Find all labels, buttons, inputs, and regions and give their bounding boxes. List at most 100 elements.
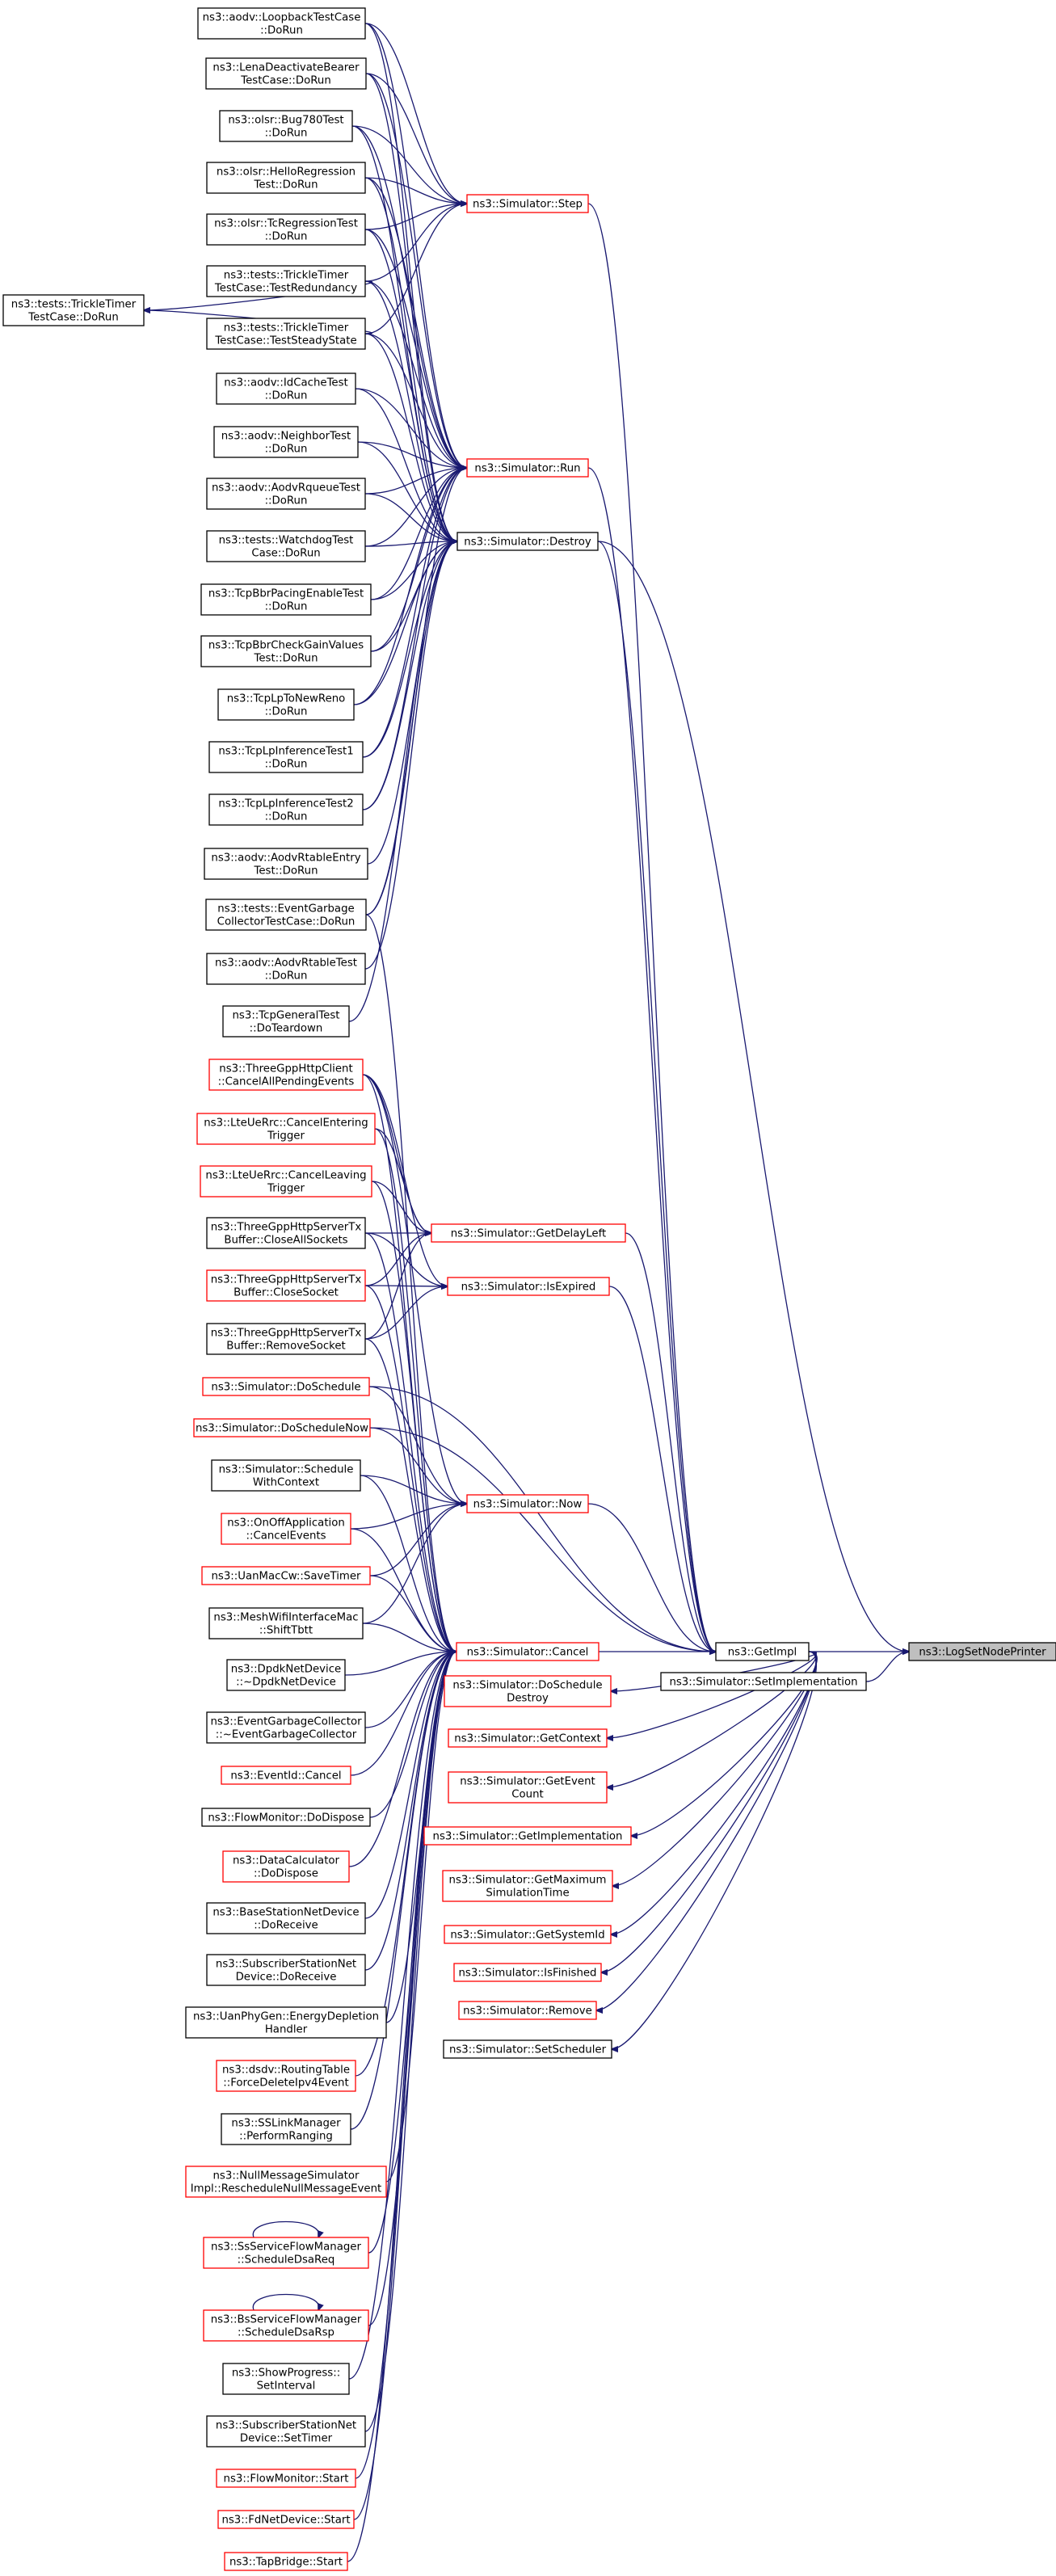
node-rqueue[interactable]: ns3::aodv::AodvRqueueTest::DoRun [206,478,366,510]
node-uanmaccw[interactable]: ns3::UanMacCw::SaveTimer [201,1566,371,1585]
node-removesocket[interactable]: ns3::ThreeGppHttpServerTxBuffer::RemoveS… [206,1323,366,1355]
node-box-flowmonstart[interactable] [216,2469,356,2488]
node-box-cancel[interactable] [456,1642,600,1661]
node-box-redundancy[interactable] [206,265,366,297]
node-box-ssreceive[interactable] [206,1954,366,1986]
node-box-removesocket[interactable] [206,1323,366,1355]
node-box-lpinf1[interactable] [208,741,364,773]
node-box-teardown[interactable] [222,1005,350,1038]
node-box-getimplementation[interactable] [423,1826,632,1846]
node-box-bug780[interactable] [219,110,353,142]
node-box-schedwithctx[interactable] [211,1459,361,1492]
node-closesocket[interactable]: ns3::ThreeGppHttpServerTxBuffer::CloseSo… [206,1269,366,1302]
node-setscheduler[interactable]: ns3::Simulator::SetScheduler [443,2039,612,2059]
node-box-rtableentry[interactable] [204,848,368,880]
node-setimpl[interactable]: ns3::Simulator::SetImplementation [660,1672,867,1691]
node-box-remove[interactable] [458,2001,597,2020]
node-sssettimer[interactable]: ns3::SubscriberStationNetDevice::SetTime… [206,2415,366,2448]
node-remove[interactable]: ns3::Simulator::Remove [458,2001,597,2020]
node-box-cancelleaving[interactable] [200,1165,372,1198]
node-pacing[interactable]: ns3::TcpBbrPacingEnableTest::DoRun [200,583,372,616]
node-doschedule[interactable]: ns3::Simulator::DoSchedule [202,1377,370,1396]
node-box-rqueue[interactable] [206,478,366,510]
node-garbage[interactable]: ns3::tests::EventGarbageCollectorTestCas… [205,899,367,931]
node-root[interactable]: ns3::LogSetNodePrinter [908,1642,1056,1661]
node-nullmsg[interactable]: ns3::NullMessageSimulatorImpl::Reschedul… [185,2166,387,2198]
node-bsreceive[interactable]: ns3::BaseStationNetDevice::DoReceive [206,1902,366,1934]
node-box-lena[interactable] [205,57,367,90]
node-box-nullmsg[interactable] [185,2166,387,2198]
node-box-evgc[interactable] [206,1711,366,1744]
node-box-ssflow[interactable] [203,2237,369,2269]
node-box-doschedule[interactable] [202,1377,370,1396]
node-dsdv[interactable]: ns3::dsdv::RoutingTable::ForceDeleteIpv4… [216,2060,356,2092]
node-box-root[interactable] [908,1642,1056,1661]
node-closeall[interactable]: ns3::ThreeGppHttpServerTxBuffer::CloseAl… [206,1217,366,1249]
node-box-step[interactable] [466,194,589,213]
node-step[interactable]: ns3::Simulator::Step [466,194,589,213]
node-box-rtable[interactable] [206,953,366,985]
node-box-uanphygen[interactable] [185,2006,387,2039]
node-sslink[interactable]: ns3::SSLinkManager::PerformRanging [221,2113,351,2145]
node-flowmondispose[interactable]: ns3::FlowMonitor::DoDispose [201,1808,371,1827]
node-box-hello[interactable] [206,162,366,194]
node-onoff[interactable]: ns3::OnOffApplication::CancelEvents [221,1513,351,1545]
node-rtable[interactable]: ns3::aodv::AodvRtableTest::DoRun [206,953,366,985]
node-box-pacing[interactable] [200,583,372,616]
node-datacalc[interactable]: ns3::DataCalculator::DoDispose [222,1850,350,1883]
node-box-closeall[interactable] [206,1217,366,1249]
node-box-bsflow[interactable] [203,2309,369,2342]
node-box-uanmaccw[interactable] [201,1566,371,1585]
node-box-tapstart[interactable] [224,2552,348,2571]
node-box-flowmondispose[interactable] [201,1808,371,1827]
node-evgc[interactable]: ns3::EventGarbageCollector::~EventGarbag… [206,1711,366,1744]
node-tapstart[interactable]: ns3::TapBridge::Start [224,2552,348,2571]
node-box-steadystate[interactable] [206,318,366,350]
node-box-dpdk[interactable] [226,1659,346,1691]
node-lpinf2[interactable]: ns3::TcpLpInferenceTest2::DoRun [208,793,364,826]
node-box-isexpired[interactable] [447,1277,610,1296]
node-box-sslink[interactable] [221,2113,351,2145]
node-fdnetstart[interactable]: ns3::FdNetDevice::Start [217,2510,355,2529]
node-tcregr[interactable]: ns3::olsr::TcRegressionTest::DoRun [206,213,366,246]
node-now[interactable]: ns3::Simulator::Now [466,1494,589,1513]
node-box-isfinished[interactable] [453,1963,602,1982]
node-flowmonstart[interactable]: ns3::FlowMonitor::Start [216,2469,356,2488]
node-redundancy[interactable]: ns3::tests::TrickleTimerTestCase::TestRe… [206,265,366,297]
node-neighbor[interactable]: ns3::aodv::NeighborTest::DoRun [213,426,359,458]
node-isexpired[interactable]: ns3::Simulator::IsExpired [447,1277,610,1296]
node-box-fdnetstart[interactable] [217,2510,355,2529]
node-box-dsdv[interactable] [216,2060,356,2092]
node-bsflow[interactable]: ns3::BsServiceFlowManager::ScheduleDsaRs… [203,2309,369,2342]
node-box-onoff[interactable] [221,1513,351,1545]
node-box-setscheduler[interactable] [443,2039,612,2059]
node-ssflow[interactable]: ns3::SsServiceFlowManager::ScheduleDsaRe… [203,2237,369,2269]
node-box-lptonewreno[interactable] [217,688,355,721]
node-box-datacalc[interactable] [222,1850,350,1883]
node-lpinf1[interactable]: ns3::TcpLpInferenceTest1::DoRun [208,741,364,773]
node-box-geteventcount[interactable] [448,1771,608,1804]
node-loopback[interactable]: ns3::aodv::LoopbackTestCase::DoRun [197,7,366,40]
node-box-gainvalues[interactable] [200,635,372,667]
node-destroy[interactable]: ns3::Simulator::Destroy [456,532,599,551]
node-lptonewreno[interactable]: ns3::TcpLpToNewReno::DoRun [217,688,355,721]
node-box-setimpl[interactable] [660,1672,867,1691]
node-box-watchdog[interactable] [206,530,366,562]
node-box-eventidcancel[interactable] [221,1766,351,1785]
node-showprogress[interactable]: ns3::ShowProgress::SetInterval [222,2363,350,2395]
node-box-neighbor[interactable] [213,426,359,458]
node-idcache[interactable]: ns3::aodv::IdCacheTest::DoRun [216,373,356,405]
node-box-showprogress[interactable] [222,2363,350,2395]
